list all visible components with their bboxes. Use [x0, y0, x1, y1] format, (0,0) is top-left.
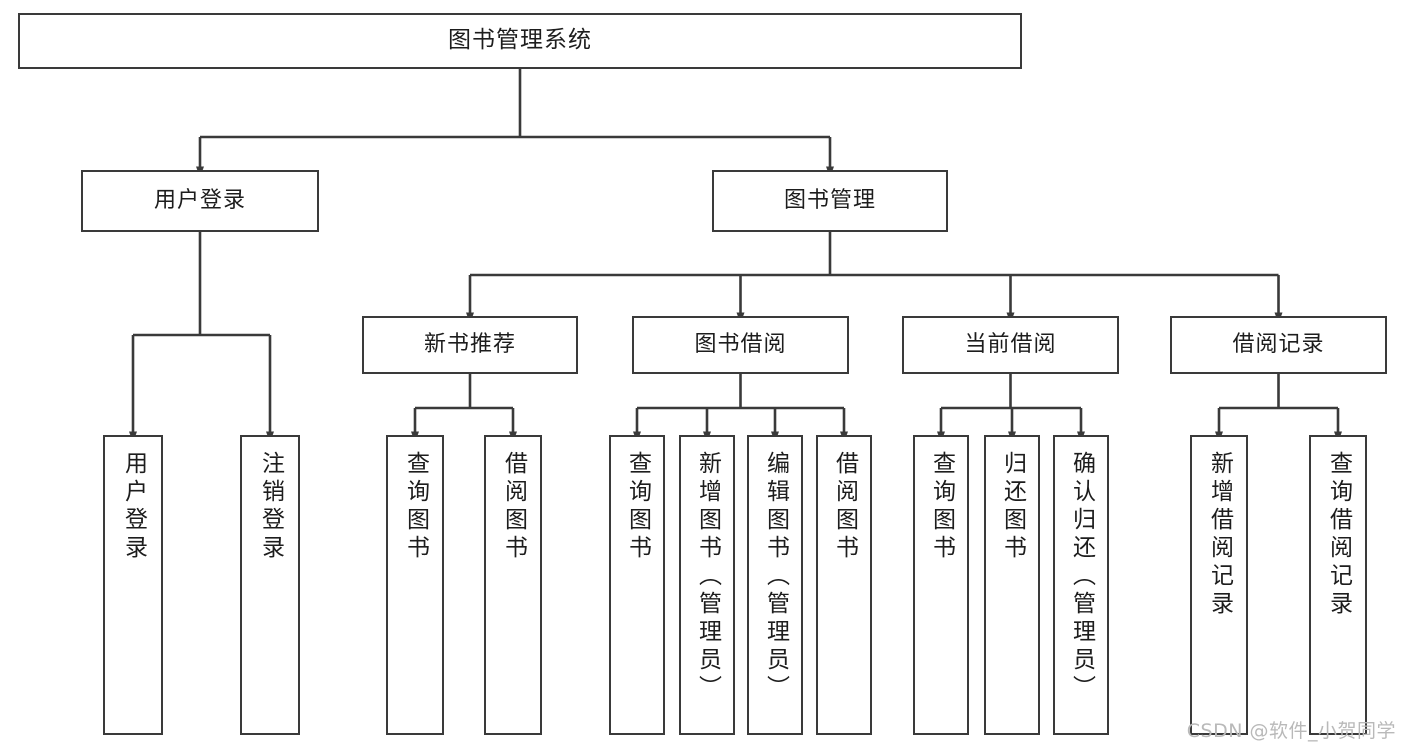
node-leaf-bor-2[interactable]: 新增图书（管理员）	[679, 435, 735, 735]
node-leaf-rec-1[interactable]: 新增借阅记录	[1190, 435, 1248, 735]
node-leaf-login-1[interactable]: 用户登录	[103, 435, 163, 735]
node-label: 查询图书	[624, 451, 651, 563]
node-label: 借阅记录	[1232, 331, 1325, 357]
node-label: 归还图书	[999, 451, 1026, 563]
node-label: 注销登录	[257, 451, 284, 563]
node-label: 查询图书	[928, 451, 955, 563]
node-label: 查询借阅记录	[1325, 451, 1352, 619]
node-label: 借阅图书	[831, 451, 858, 563]
node-leaf-rec-2[interactable]: 查询借阅记录	[1309, 435, 1367, 735]
node-label: 图书管理	[783, 187, 876, 213]
node-label: 新增借阅记录	[1206, 451, 1233, 619]
node-leaf-new-1[interactable]: 查询图书	[386, 435, 444, 735]
node-label: 当前借阅	[964, 331, 1057, 357]
node-label: 图书借阅	[694, 331, 787, 357]
node-label: 用户登录	[120, 451, 147, 563]
node-records[interactable]: 借阅记录	[1170, 316, 1387, 374]
node-label: 借阅图书	[500, 451, 527, 563]
node-borrow[interactable]: 图书借阅	[632, 316, 849, 374]
node-label: 编辑图书（管理员）	[762, 451, 789, 703]
node-leaf-login-2[interactable]: 注销登录	[240, 435, 300, 735]
node-label: 确认归还（管理员）	[1068, 451, 1095, 703]
node-label: 新书推荐	[423, 331, 516, 357]
node-label: 用户登录	[153, 187, 246, 213]
node-leaf-cur-1[interactable]: 查询图书	[913, 435, 969, 735]
node-label: 查询图书	[402, 451, 429, 563]
node-leaf-new-2[interactable]: 借阅图书	[484, 435, 542, 735]
node-root[interactable]: 图书管理系统	[18, 13, 1022, 69]
node-leaf-bor-3[interactable]: 编辑图书（管理员）	[747, 435, 803, 735]
node-label: 新增图书（管理员）	[694, 451, 721, 703]
node-login[interactable]: 用户登录	[81, 170, 319, 232]
node-current[interactable]: 当前借阅	[902, 316, 1119, 374]
node-bookmgmt[interactable]: 图书管理	[712, 170, 948, 232]
node-label: 图书管理系统	[448, 27, 592, 54]
node-leaf-cur-3[interactable]: 确认归还（管理员）	[1053, 435, 1109, 735]
node-leaf-bor-4[interactable]: 借阅图书	[816, 435, 872, 735]
node-leaf-bor-1[interactable]: 查询图书	[609, 435, 665, 735]
node-newbook[interactable]: 新书推荐	[362, 316, 578, 374]
watermark-label: CSDN @软件_小贺同学	[1186, 720, 1396, 742]
node-leaf-cur-2[interactable]: 归还图书	[984, 435, 1040, 735]
